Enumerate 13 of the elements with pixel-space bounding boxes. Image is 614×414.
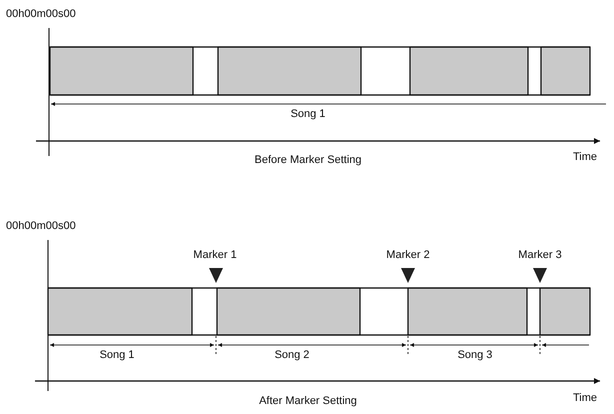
marker-label: Marker 2 (386, 249, 430, 262)
span-label: Song 1 (100, 349, 134, 362)
caption: After Marker Setting (259, 395, 357, 408)
marker-label: Marker 1 (193, 249, 237, 262)
start-time-label: 00h00m00s00 (6, 220, 76, 233)
span-label: Song 2 (274, 349, 310, 362)
axis-label: Time (573, 151, 598, 164)
axis-label: Time (573, 392, 598, 405)
marker-label: Marker 3 (518, 249, 562, 262)
start-time-label: 00h00m00s00 (6, 8, 76, 21)
span-label: Song 3 (458, 349, 492, 362)
span-label: Song 1 (290, 108, 326, 121)
caption: Before Marker Setting (254, 154, 362, 167)
